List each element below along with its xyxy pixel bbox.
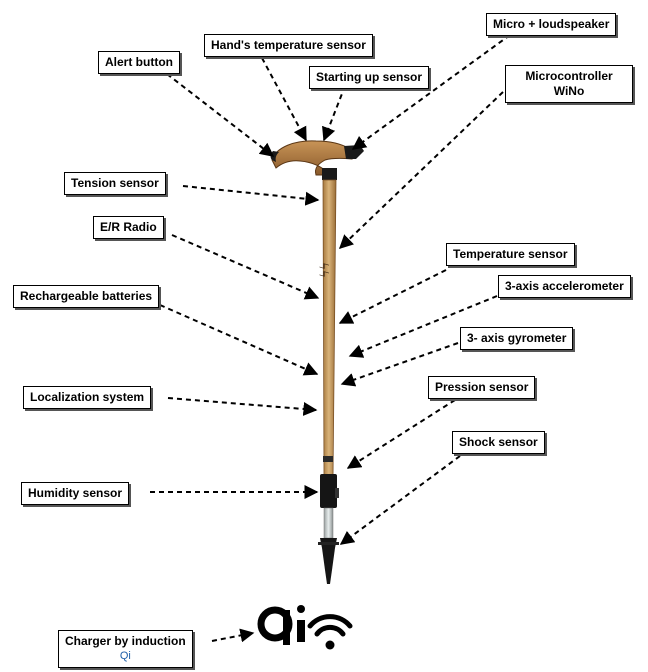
label-rechargeable-batteries: Rechargeable batteries <box>13 285 160 308</box>
qi-logo-icon <box>257 605 305 645</box>
label-charger-by-induction: Charger by induction Qi <box>58 630 193 668</box>
label-microcontroller: Microcontroller WiNo <box>505 65 633 103</box>
label-pression-sensor: Pression sensor <box>428 376 536 399</box>
label-shock-sensor: Shock sensor <box>452 431 545 454</box>
walking-cane: ϟϟ <box>270 140 364 584</box>
label-er-radio: E/R Radio <box>93 216 164 239</box>
charger-standard: Qi <box>119 650 131 662</box>
label-localization-system: Localization system <box>23 386 152 409</box>
label-starting-up-sensor: Starting up sensor <box>309 66 430 89</box>
arrow-alert-button <box>166 73 275 157</box>
arrow-hands-temperature <box>261 57 307 142</box>
microcontroller-title: Microcontroller <box>525 69 613 83</box>
svg-text:ϟϟ: ϟϟ <box>318 262 332 278</box>
arrow-shock <box>339 455 461 545</box>
arrow-pression <box>346 399 456 469</box>
label-gyrometer: 3- axis gyrometer <box>460 327 574 350</box>
cane-handle <box>271 140 353 176</box>
label-tension-sensor: Tension sensor <box>64 172 166 195</box>
wifi-icon <box>307 614 353 650</box>
arrow-er-radio <box>171 234 320 300</box>
label-micro-loudspeaker: Micro + loudspeaker <box>486 13 617 36</box>
cane-shaft <box>322 179 337 479</box>
arrow-charger <box>211 628 255 643</box>
arrow-tension <box>182 185 320 206</box>
arrow-batteries <box>159 304 319 376</box>
label-temperature-sensor: Temperature sensor <box>446 243 575 266</box>
arrow-temperature <box>338 269 447 324</box>
arrow-microcontroller <box>338 91 504 249</box>
label-alert-button: Alert button <box>98 51 180 74</box>
label-humidity-sensor: Humidity sensor <box>21 482 130 505</box>
arrow-micro-loudspeaker <box>351 34 511 150</box>
label-accelerometer: 3-axis accelerometer <box>498 275 631 298</box>
arrow-localization <box>167 397 318 416</box>
label-hands-temperature-sensor: Hand's temperature sensor <box>204 34 373 57</box>
charger-title: Charger by induction <box>65 634 186 648</box>
arrow-gyrometer <box>340 342 459 387</box>
microcontroller-name: WiNo <box>553 84 585 98</box>
callout-arrows <box>150 34 511 643</box>
arrow-starting-up <box>322 85 346 142</box>
